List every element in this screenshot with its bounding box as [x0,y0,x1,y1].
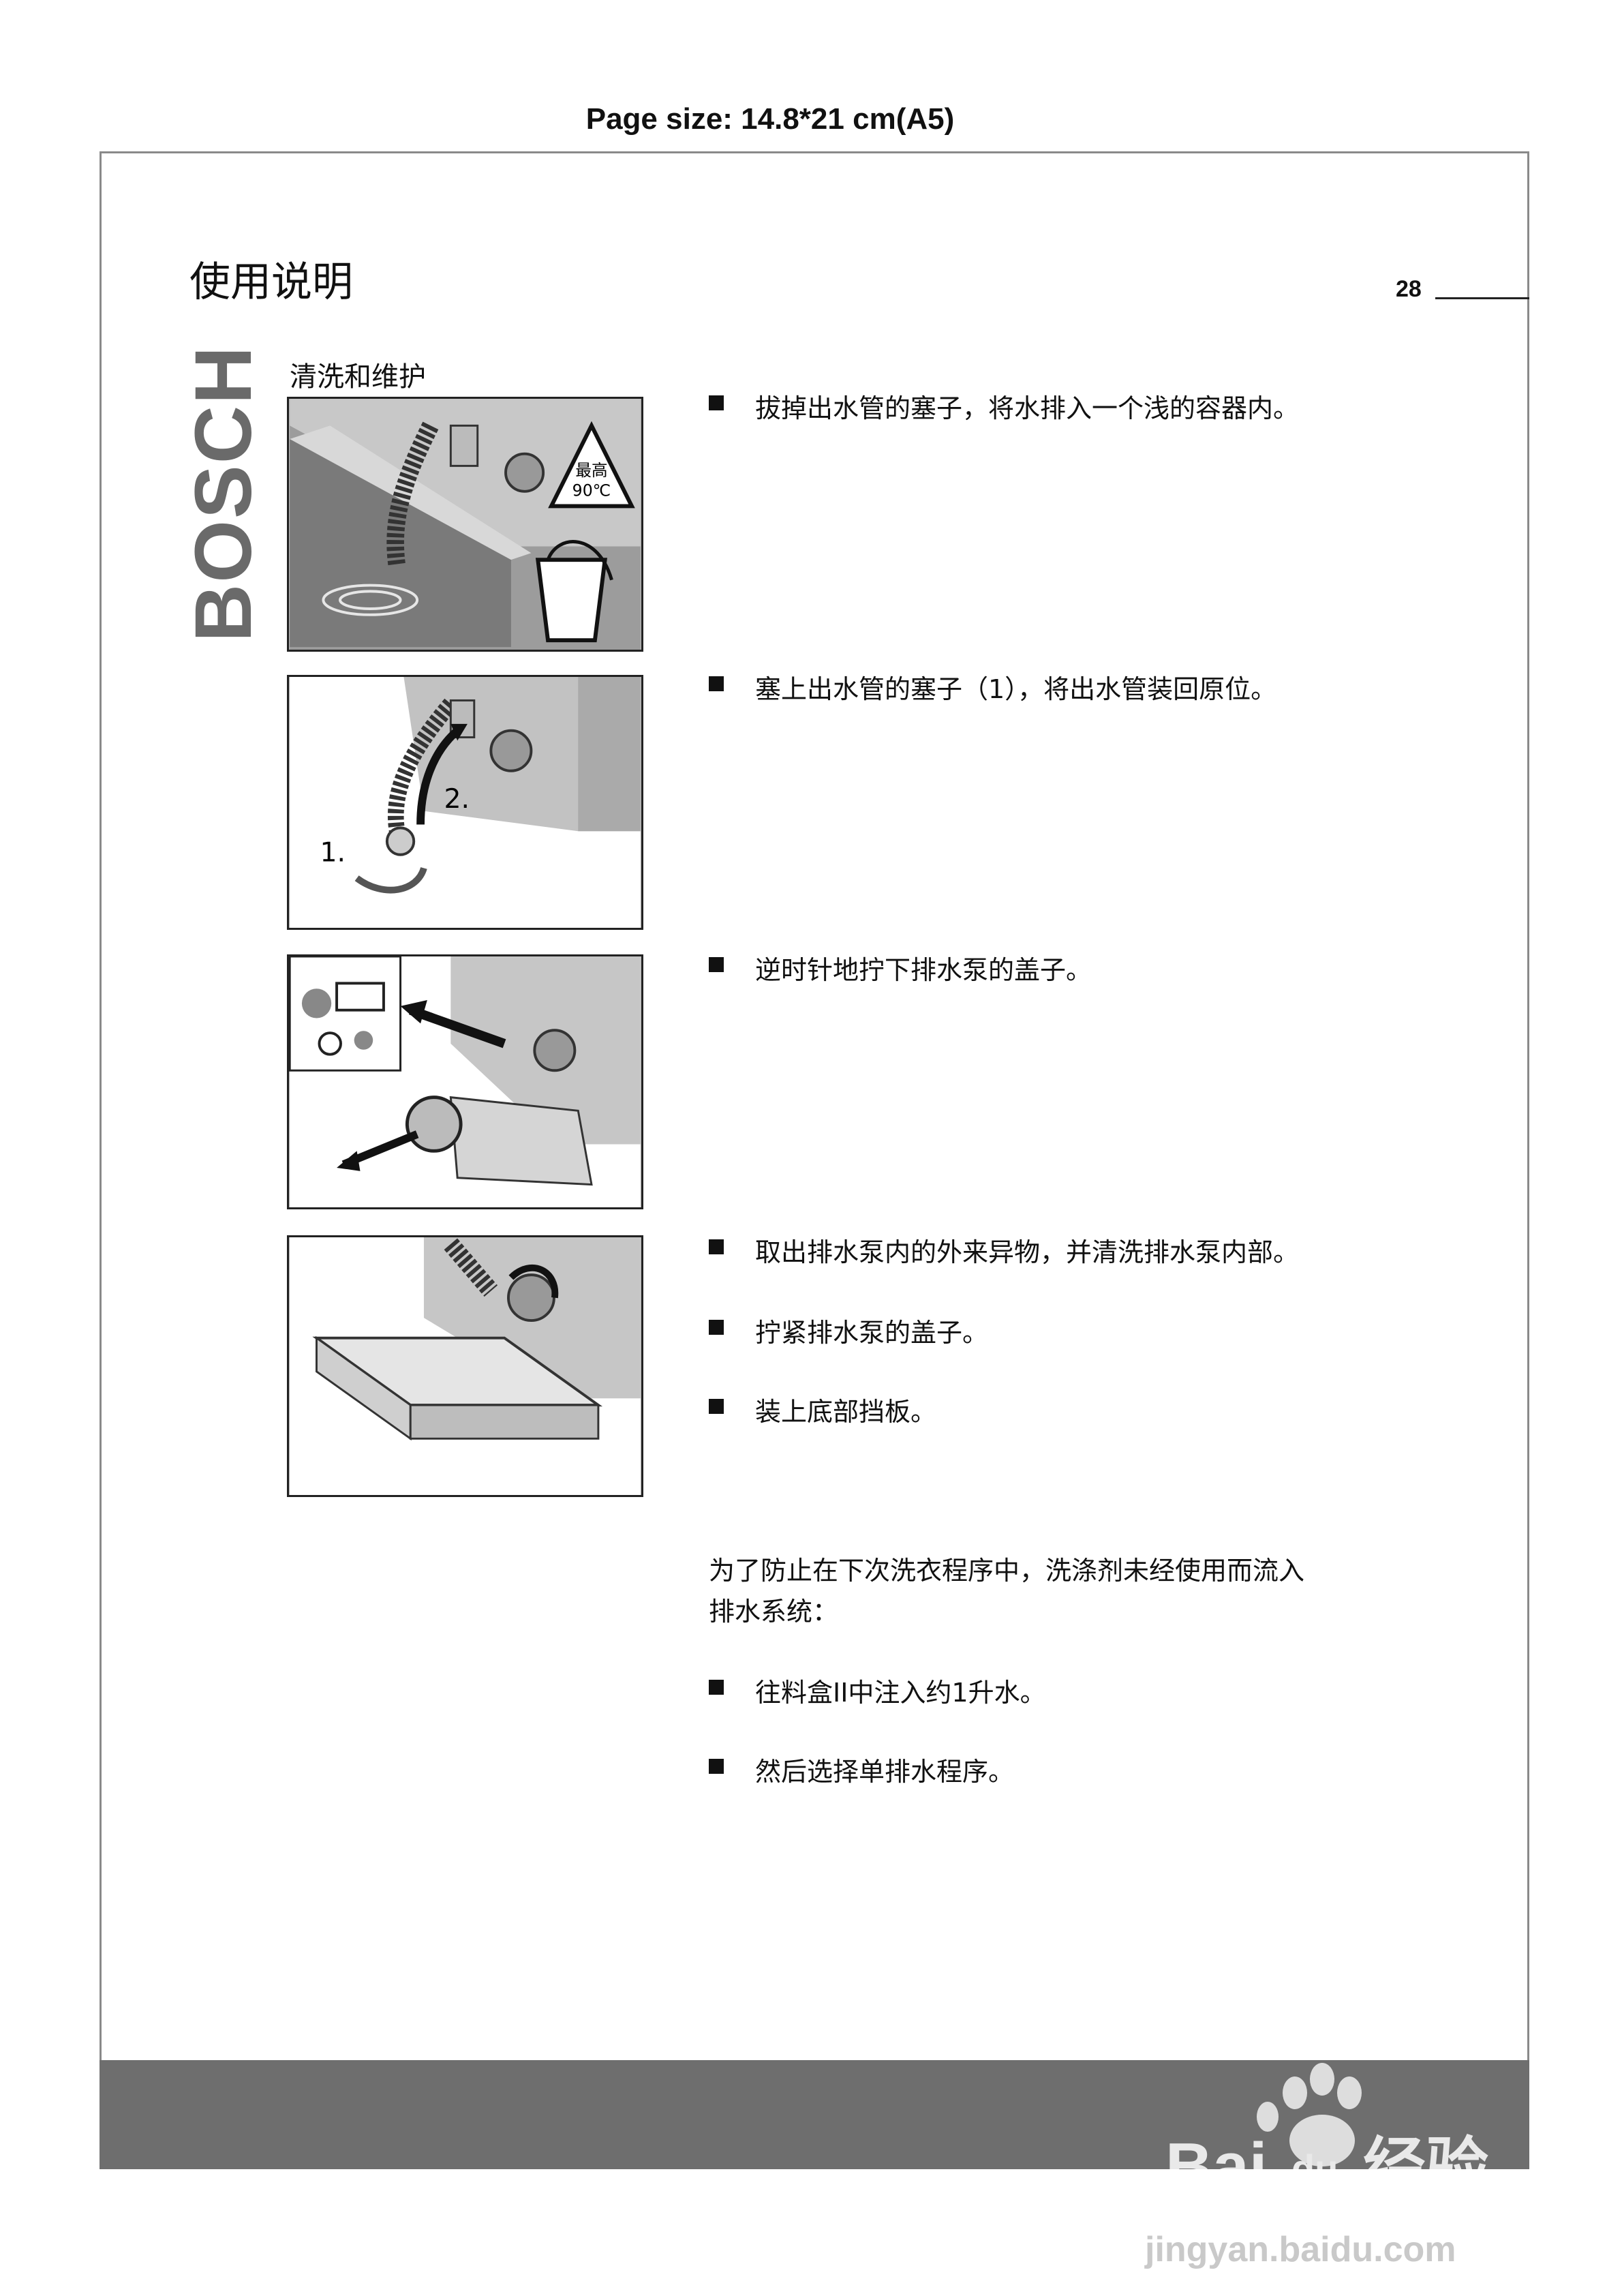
figure-pump-access-panel [287,1235,643,1497]
step-text: 取出排水泵内的外来异物，并清洗排水泵内部。 [755,1237,1300,1267]
pump-panel-illustration [290,1237,641,1495]
page-number: 28 [1396,276,1422,302]
bullet-square-icon [709,395,724,410]
fig1-triangle-label-bottom: 90℃ [572,481,611,500]
bullet-square-icon [709,1399,724,1414]
watermark-brand-du: du [1291,2147,1338,2190]
step-text: 拔掉出水管的塞子，将水排入一个浅的容器内。 [755,393,1300,423]
reattach-hose-illustration: 2. 1. [290,677,641,928]
step-text: 然后选择单排水程序。 [755,1757,1015,1787]
step-item: 逆时针地拧下排水泵的盖子。 [709,949,1092,986]
step-text: 装上底部挡板。 [755,1397,937,1427]
step-text: 逆时针地拧下排水泵的盖子。 [755,955,1092,985]
section-title: 清洗和维护 [290,361,426,393]
watermark-url: jingyan.baidu.com [1145,2230,1456,2269]
watermark-brand-bai: Bai [1165,2130,1267,2203]
bullet-square-icon [709,676,724,691]
figure-drain-hose: 最高 90℃ [287,397,643,652]
step-item: 装上底部挡板。 [709,1391,936,1428]
document-title: 使用说明 [189,258,353,306]
figure-unscrew-pump-cap [287,954,643,1209]
paw-icon [1257,2063,1362,2166]
step-item: 拧紧排水泵的盖子。 [709,1312,988,1349]
bullet-square-icon [709,1239,724,1254]
drain-hose-illustration: 最高 90℃ [290,399,641,650]
baidu-watermark-logo: Bai du 经验 [1165,2063,1488,2203]
page-size-label: Page size: 14.8*21 cm(A5) [585,102,955,136]
bullet-square-icon [709,1320,724,1335]
figure-reattach-hose: 2. 1. [287,675,643,930]
step-text: 往料盒II中注入约1升水。 [755,1678,1046,1708]
fig2-step-1-label: 1. [320,837,346,868]
step-item: 往料盒II中注入约1升水。 [709,1672,1046,1709]
fig2-step-2-label: 2. [444,783,470,815]
bullet-square-icon [709,1680,724,1695]
note-paragraph: 为了防止在下次洗衣程序中，洗涤剂未经使用而流入 排水系统： [709,1550,1418,1632]
step-item: 取出排水泵内的外来异物，并清洗排水泵内部。 [709,1231,1299,1269]
page-number-rule [1435,297,1529,299]
step-text: 塞上出水管的塞子（1），将出水管装回原位。 [755,674,1277,704]
step-text: 拧紧排水泵的盖子。 [755,1318,989,1348]
bullet-square-icon [709,957,724,972]
bullet-square-icon [709,1759,724,1774]
unscrew-pump-illustration [289,956,641,1207]
step-item: 拔掉出水管的塞子，将水排入一个浅的容器内。 [709,387,1299,425]
step-item: 然后选择单排水程序。 [709,1751,1014,1788]
watermark-brand-cn: 经验 [1363,2132,1488,2202]
fig1-triangle-label-top: 最高 [575,461,607,480]
step-item: 塞上出水管的塞子（1），将出水管装回原位。 [709,668,1276,706]
note-line-2: 排水系统： [709,1597,839,1627]
note-line-1: 为了防止在下次洗衣程序中，洗涤剂未经使用而流入 [709,1556,1305,1586]
bosch-logo: BOSCH [179,344,269,642]
